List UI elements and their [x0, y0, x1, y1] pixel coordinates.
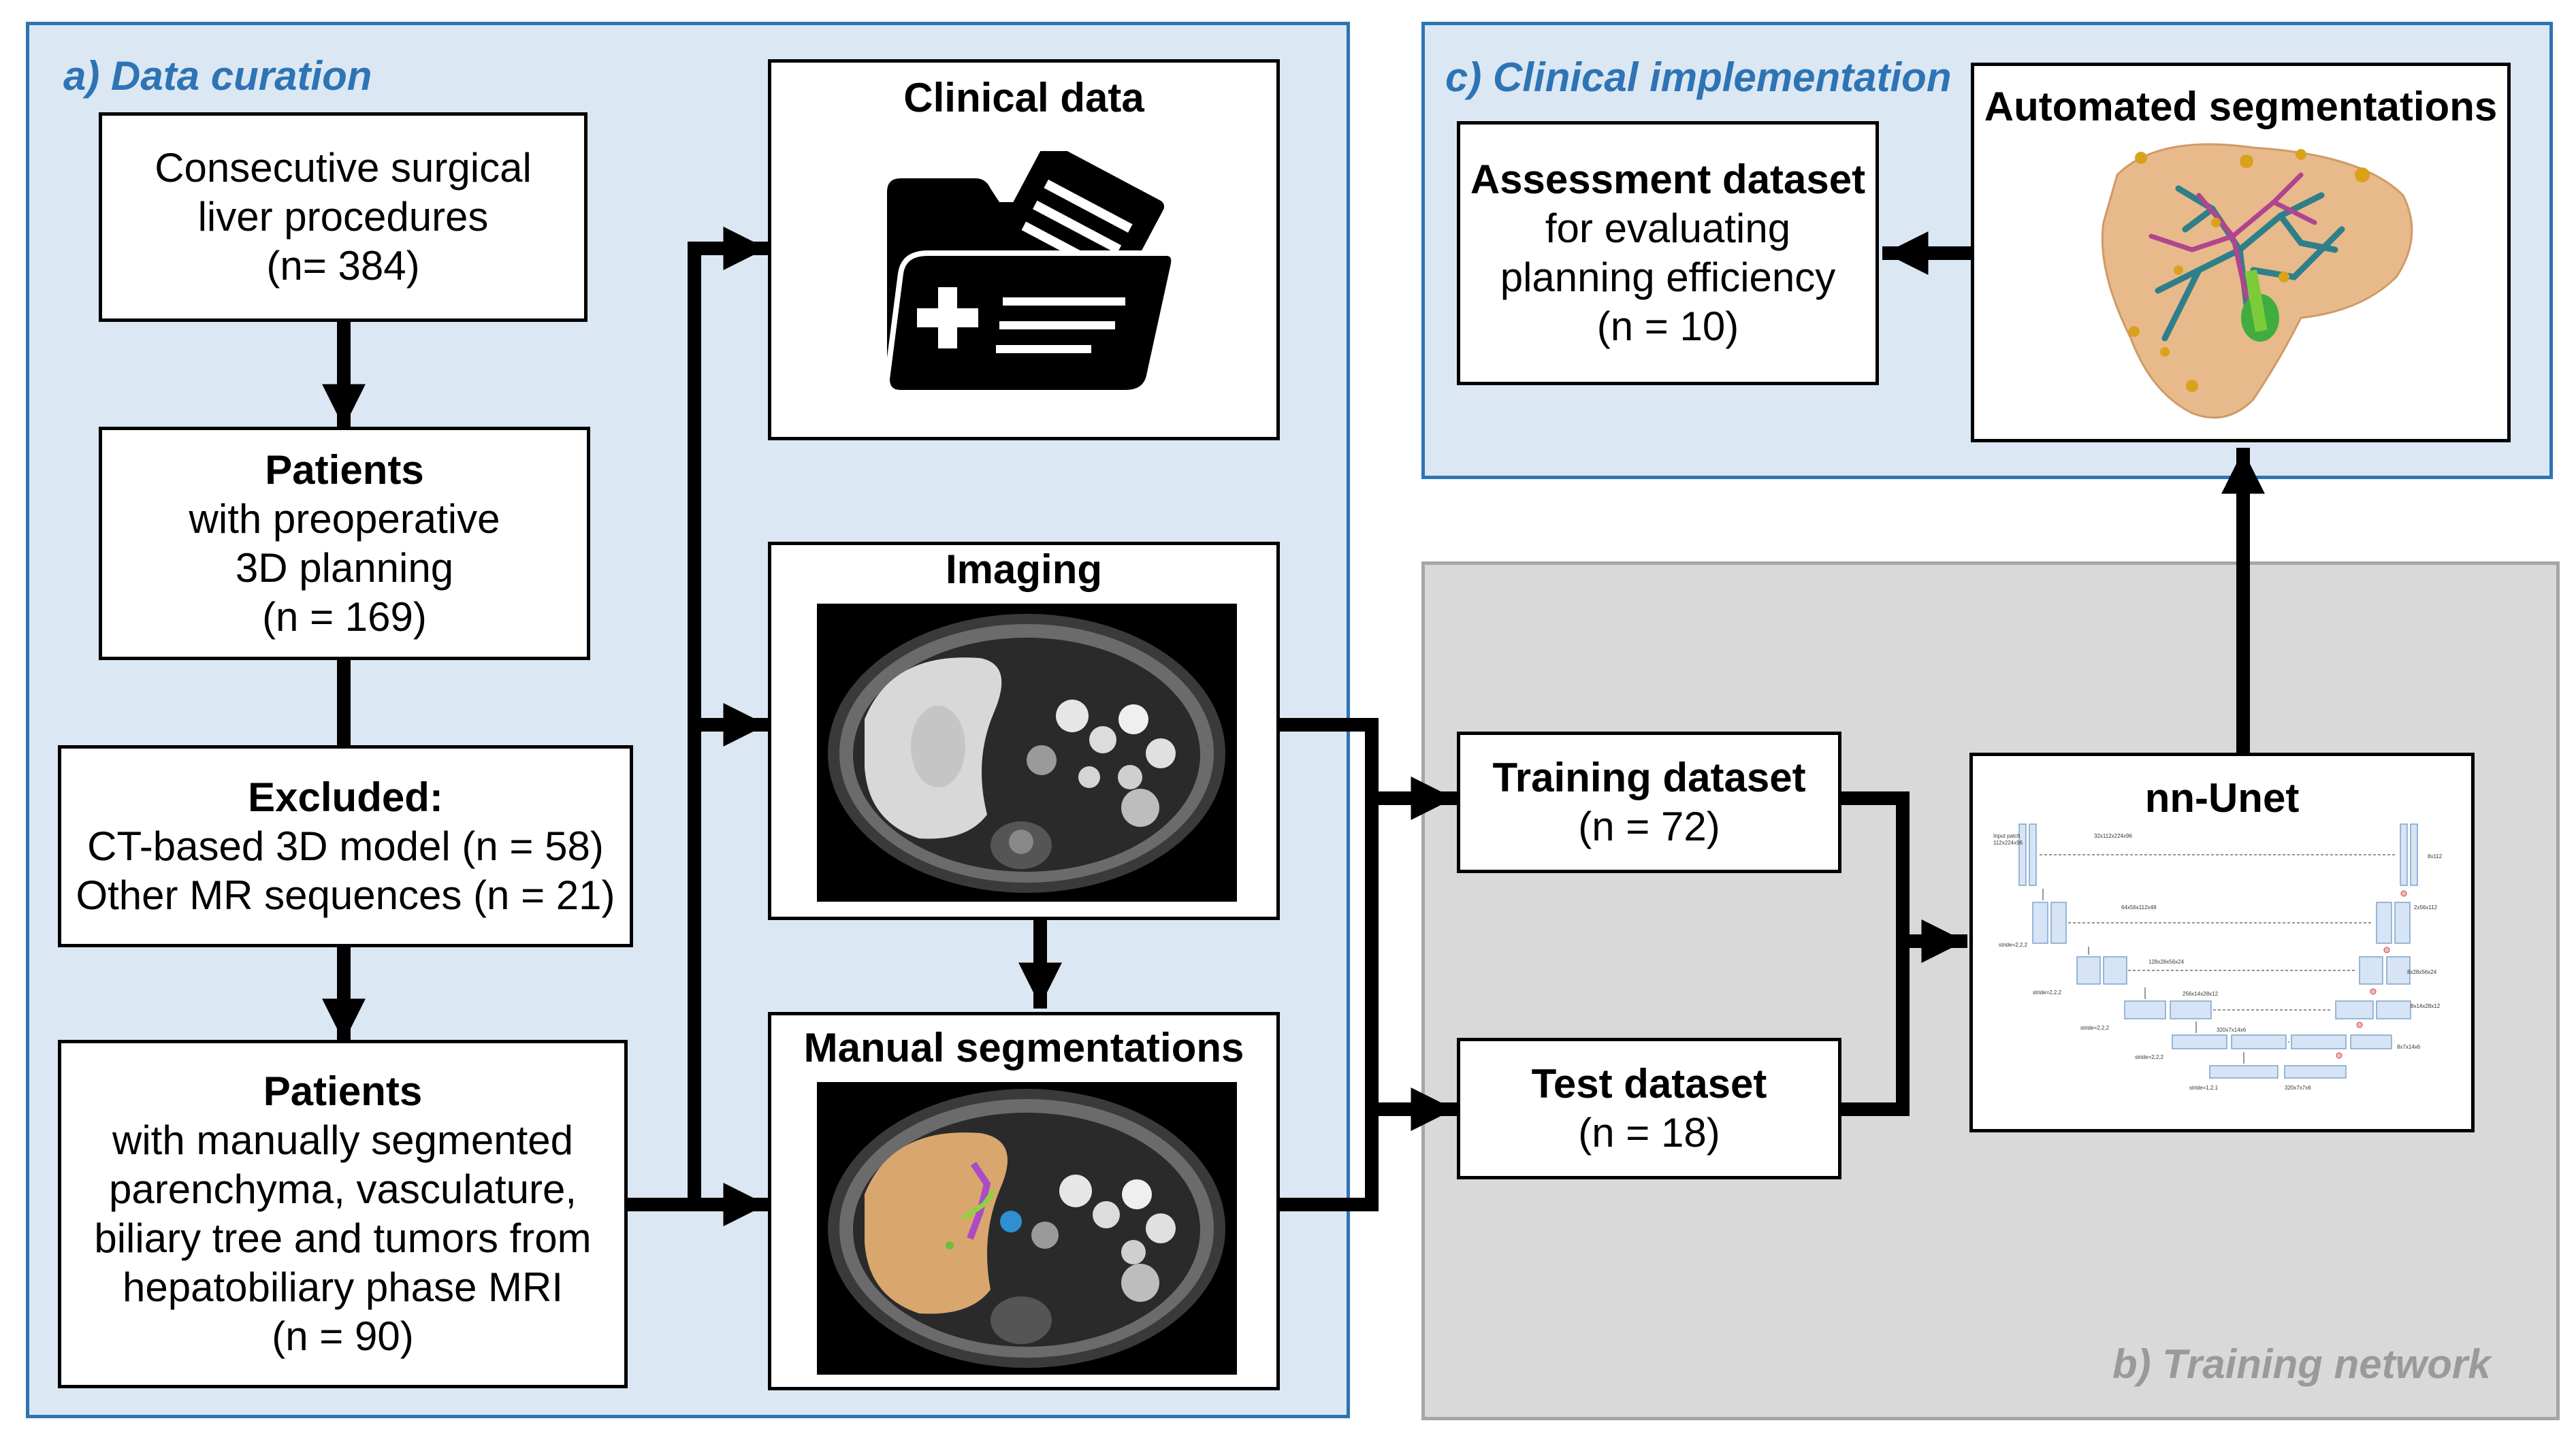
svg-text:8x7x14x6: 8x7x14x6	[2397, 1044, 2421, 1050]
training-dataset-box: Training dataset (n = 72)	[1457, 732, 1841, 873]
patients-3d-title: Patients	[265, 446, 424, 493]
unet-architecture-diagram: Input patch 112x224x96 32x112x224x96 8x1…	[1993, 823, 2443, 1091]
mri-axial-slice	[828, 614, 1225, 893]
panel-c-title: c) Clinical implementation	[1445, 54, 1952, 100]
svg-text:8x28x56x24: 8x28x56x24	[2407, 969, 2437, 975]
assessment-line-1: for evaluating	[1545, 206, 1791, 251]
segmented-mri-image	[817, 1082, 1237, 1375]
svg-text:128x28x56x24: 128x28x56x24	[2148, 959, 2185, 965]
patients-seg-box: Patients with manually segmented parench…	[58, 1040, 628, 1388]
patients-seg-line-4: hepatobiliary phase MRI	[122, 1264, 564, 1310]
assessment-count: (n = 10)	[1596, 304, 1739, 349]
mri-image	[817, 604, 1237, 902]
training-title: Training dataset	[1492, 755, 1806, 800]
segmented-mri-slice	[828, 1089, 1225, 1368]
excluded-title: Excluded:	[248, 774, 443, 820]
excluded-line-mr: Other MR sequences (n = 21)	[76, 872, 615, 918]
procedures-line-2: liver procedures	[197, 194, 489, 240]
patients-seg-line-3: biliary tree and tumors from	[94, 1215, 592, 1261]
panel-a-title: a) Data curation	[63, 53, 372, 99]
patients-3d-line-1: with preoperative	[189, 495, 500, 542]
patients-seg-line-2: parenchyma, vasculature,	[108, 1166, 577, 1212]
svg-text:Input patch: Input patch	[1993, 833, 2020, 839]
assessment-title: Assessment dataset	[1470, 157, 1866, 202]
svg-text:stride=2,2,2: stride=2,2,2	[2080, 1025, 2110, 1031]
training-count: (n = 72)	[1578, 804, 1720, 849]
svg-text:2x56x112: 2x56x112	[2414, 904, 2438, 911]
automated-segmentations-box: Automated segmentations	[1971, 63, 2511, 442]
test-count: (n = 18)	[1578, 1110, 1720, 1156]
svg-text:8x14x28x12: 8x14x28x12	[2411, 1003, 2441, 1009]
svg-text:stride=2,2,2: stride=2,2,2	[1999, 942, 2028, 948]
svg-text:stride=2,2,2: stride=2,2,2	[2033, 989, 2062, 996]
svg-text:256x14x28x12: 256x14x28x12	[2183, 991, 2219, 997]
excluded-line-ct: CT-based 3D model (n = 58)	[87, 823, 604, 869]
svg-text:64x56x112x48: 64x56x112x48	[2121, 904, 2157, 911]
patients-seg-count: (n = 90)	[272, 1313, 414, 1359]
patients-3d-box: Patients with preoperative 3D planning (…	[99, 427, 590, 660]
clinical-data-box: Clinical data	[768, 59, 1280, 440]
medical-folder-icon	[884, 151, 1173, 395]
svg-text:stride=2,2,2: stride=2,2,2	[2135, 1054, 2164, 1060]
patients-seg-line-1: with manually segmented	[112, 1117, 574, 1163]
test-dataset-box: Test dataset (n = 18)	[1457, 1038, 1841, 1179]
assessment-dataset-box: Assessment dataset for evaluating planni…	[1457, 121, 1879, 385]
procedures-count: (n= 384)	[266, 243, 420, 289]
nnunet-title: nn-Unet	[2144, 775, 2300, 821]
3d-liver-model	[2101, 143, 2413, 419]
svg-text:32x112x224x96: 32x112x224x96	[2094, 833, 2132, 839]
imaging-box: Imaging	[768, 542, 1280, 920]
excluded-box: Excluded: CT-based 3D model (n = 58) Oth…	[58, 745, 633, 947]
line-data-split	[1273, 718, 1379, 1211]
panel-b-title: b) Training network	[2112, 1341, 2491, 1387]
svg-text:320x7x7x6: 320x7x7x6	[2285, 1085, 2311, 1091]
patients-seg-title: Patients	[263, 1068, 423, 1114]
assessment-line-2: planning efficiency	[1500, 255, 1836, 300]
procedures-line-1: Consecutive surgical	[155, 145, 532, 191]
svg-text:320x7x14x6: 320x7x14x6	[2217, 1027, 2247, 1033]
imaging-title: Imaging	[945, 546, 1102, 592]
line-merge	[1835, 791, 1910, 1116]
nnunet-box: nn-Unet	[1969, 753, 2475, 1132]
manual-segmentations-box: Manual segmentations	[768, 1012, 1280, 1390]
patients-3d-count: (n = 169)	[262, 593, 427, 640]
procedures-box: Consecutive surgical liver procedures (n…	[99, 112, 587, 322]
patients-3d-line-2: 3D planning	[235, 544, 454, 591]
clinical-data-title: Clinical data	[903, 75, 1144, 120]
automated-segmentations-title: Automated segmentations	[1984, 84, 2498, 129]
svg-text:8x112: 8x112	[2428, 853, 2443, 860]
svg-text:112x224x96: 112x224x96	[1993, 840, 2023, 846]
svg-text:stride=1,2,1: stride=1,2,1	[2189, 1085, 2219, 1091]
manual-segmentations-title: Manual segmentations	[803, 1025, 1244, 1070]
test-title: Test dataset	[1531, 1061, 1767, 1107]
